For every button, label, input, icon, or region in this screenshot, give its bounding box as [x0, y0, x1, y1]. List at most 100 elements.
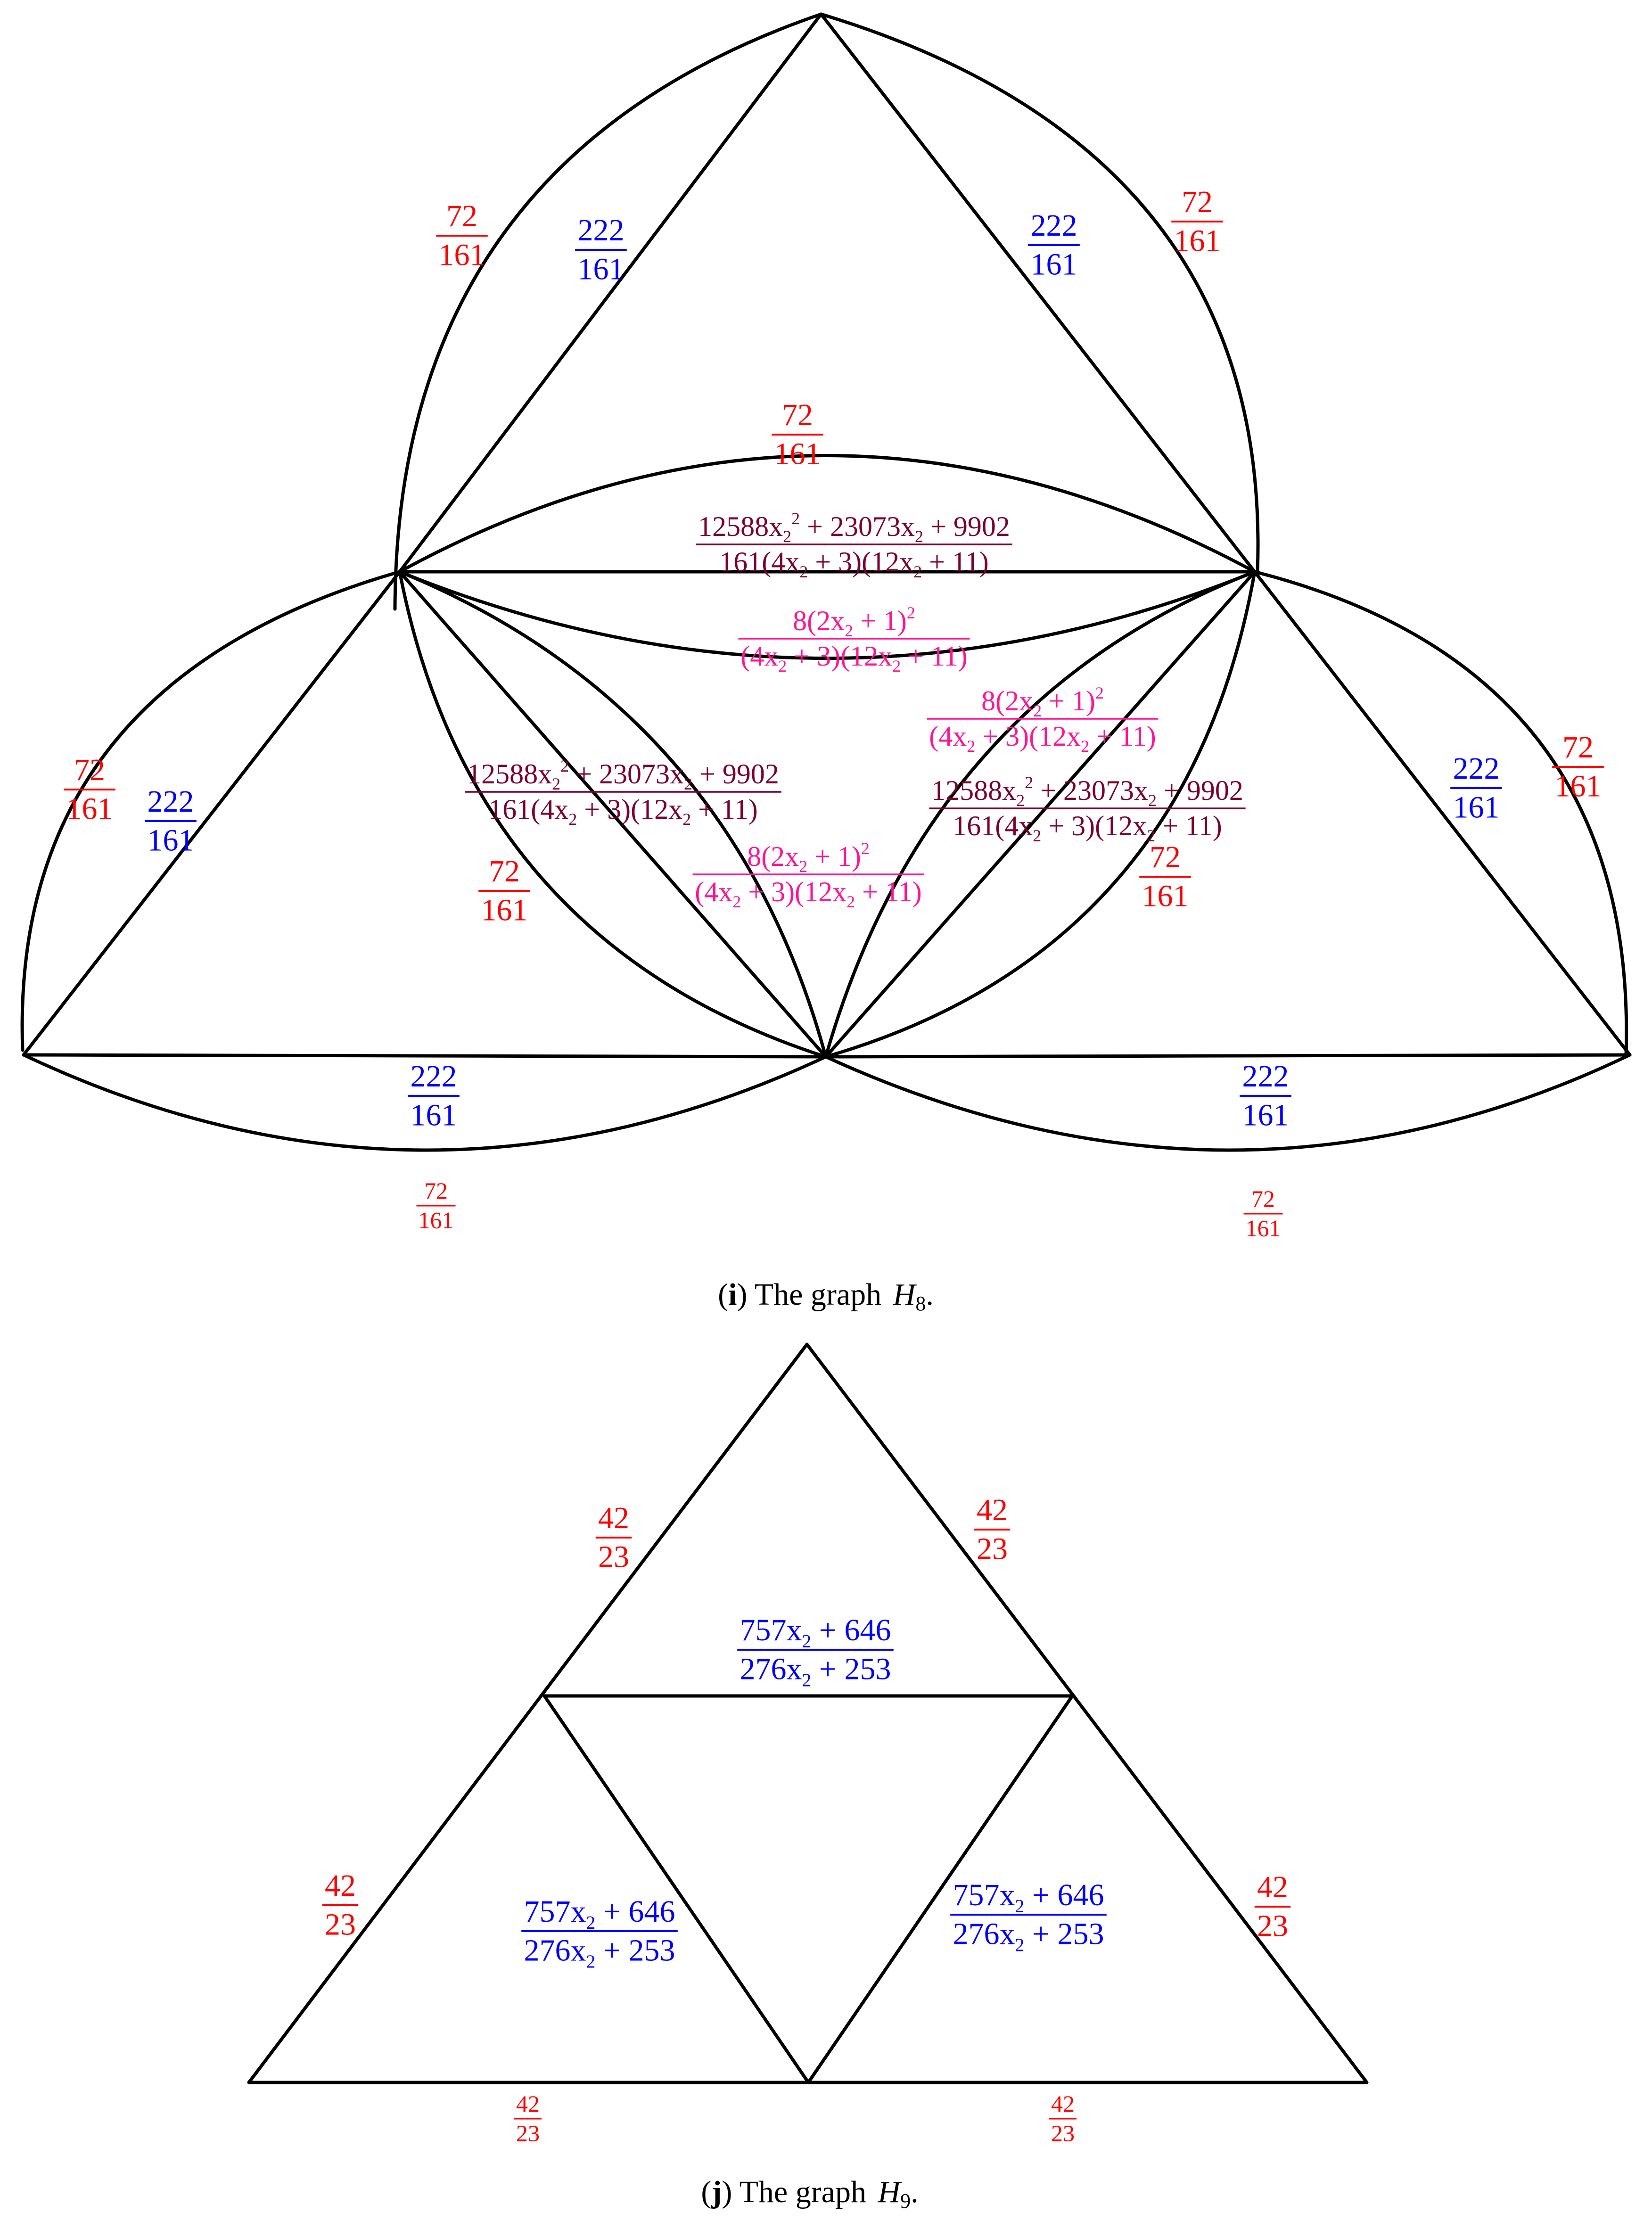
h8-arc-middle-upper [398, 454, 1257, 574]
h8-label-expression-middle-lower: 8(2x2 + 1)2(4x2 + 3)(12x2 + 11) [738, 603, 970, 675]
h8-arc-right-outer [1253, 570, 1628, 1057]
h8-arc-center-right [824, 570, 1257, 1059]
h8-arc-left-inner [398, 570, 828, 1059]
label-den: 161 [774, 437, 821, 471]
h8-arc-bottom-left [22, 1053, 828, 1152]
h8-arc-top-right [819, 12, 1260, 574]
label-den: 23 [1051, 2120, 1075, 2147]
h8-arc-center-left [398, 570, 828, 1059]
h8-edge-bottom-left [22, 1053, 828, 1059]
caption-h8: (i) The graph H8. [718, 1277, 934, 1315]
label-num: 8(2x2 + 1)2 [747, 839, 870, 876]
label-num: 8(2x2 + 1)2 [793, 603, 915, 640]
h8-arc-left-outer [20, 570, 402, 1052]
h8-edge-right-outer [1253, 570, 1632, 1057]
h9-outer-triangle [247, 1342, 1369, 2084]
label-den: 161 [1246, 1215, 1281, 1242]
label-den: 161 [1031, 247, 1077, 282]
label-den: 161 [1555, 769, 1602, 804]
label-den: 161 [66, 792, 113, 826]
h9-inner-triangle [542, 1694, 1074, 2084]
label-num: 222 [411, 1059, 457, 1094]
label-den: 161 [1142, 879, 1189, 913]
h8-label-expression-center-left: 8(2x2 + 1)2(4x2 + 3)(12x2 + 11) [692, 839, 924, 911]
label-num: 12588x22 + 23073x2 + 9902 [931, 773, 1243, 810]
label-num: 222 [1031, 208, 1077, 243]
label-num: 42 [1257, 1870, 1288, 1904]
label-num: 8(2x2 + 1)2 [981, 683, 1104, 720]
h8-edge-right-inner [824, 570, 1257, 1059]
label-den: 161 [578, 252, 625, 287]
label-den: 161 [148, 823, 194, 858]
label-num: 757x2 + 646 [953, 1878, 1104, 1917]
h8-edge-top-left [398, 12, 823, 574]
h8-label-expression-center-right-upper: 8(2x2 + 1)2(4x2 + 3)(12x2 + 11) [927, 683, 1159, 756]
label-den: 161(4x2 + 3)(12x2 + 11) [953, 810, 1222, 845]
label-den: 276x2 + 253 [953, 1917, 1104, 1956]
label-num: 12588x22 + 23073x2 + 9902 [467, 757, 779, 793]
label-den: 161 [1453, 790, 1500, 825]
label-num: 42 [598, 1501, 629, 1535]
label-num: 72 [489, 854, 520, 889]
label-den: 276x2 + 253 [740, 1652, 891, 1691]
label-num: 72 [1182, 185, 1213, 219]
h8-arc-top-left [393, 12, 823, 611]
label-den: 161(4x2 + 3)(12x2 + 11) [719, 546, 988, 581]
label-den: 23 [598, 1540, 629, 1574]
h8-edge-left-outer [22, 570, 402, 1057]
label-den: (4x2 + 3)(12x2 + 11) [929, 721, 1156, 756]
label-num: 222 [1453, 751, 1500, 786]
label-num: 222 [1242, 1059, 1289, 1094]
label-den: 23 [1257, 1909, 1288, 1943]
label-den: 161 [419, 1207, 454, 1234]
label-den: 161(4x2 + 3)(12x2 + 11) [488, 794, 757, 829]
label-den: 276x2 + 253 [524, 1934, 675, 1972]
label-den: 161 [439, 238, 485, 272]
label-num: 12588x22 + 23073x2 + 9902 [698, 509, 1010, 546]
h8-arc-right-inner [824, 570, 1257, 1059]
label-num: 72 [74, 753, 105, 787]
label-num: 222 [148, 784, 194, 819]
h8-edge-bottom-right [824, 1053, 1632, 1059]
label-den: 161 [481, 893, 528, 928]
label-num: 757x2 + 646 [740, 1613, 891, 1652]
label-num: 72 [782, 398, 813, 432]
label-num: 222 [578, 213, 625, 247]
label-num: 72 [1251, 1185, 1275, 1212]
label-num: 42 [516, 2090, 540, 2117]
label-den: 161 [1242, 1098, 1289, 1133]
label-num: 42 [325, 1868, 356, 1903]
label-num: 72 [1150, 840, 1181, 874]
h8-arc-bottom-right [824, 1053, 1632, 1152]
label-num: 757x2 + 646 [524, 1894, 675, 1933]
label-num: 42 [1051, 2090, 1075, 2117]
graph-h9 [247, 1342, 1369, 2084]
label-den: 23 [516, 2120, 540, 2147]
h8-edge-top-right [819, 12, 1257, 574]
graph-h8 [20, 12, 1632, 1152]
